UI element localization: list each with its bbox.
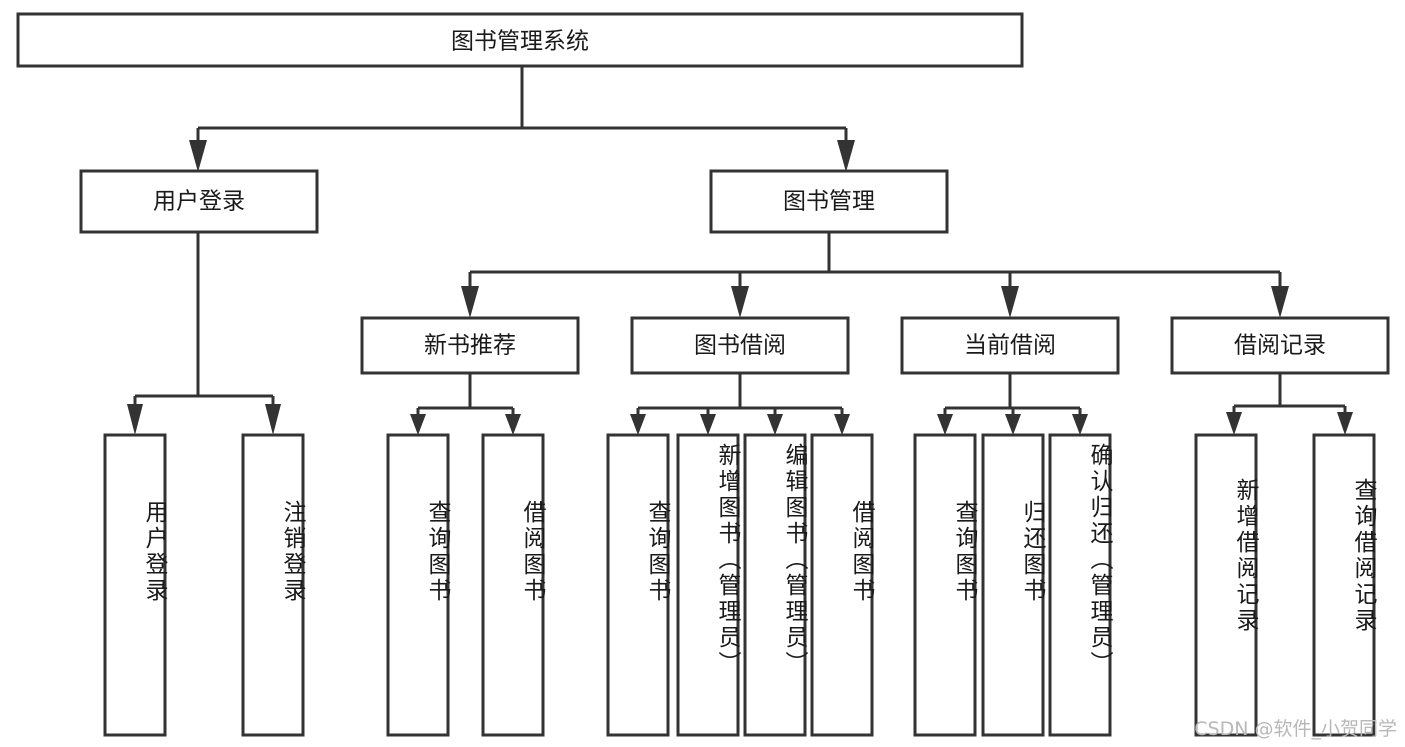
leaf-box-edit-book[interactable] (743, 433, 807, 737)
leaf-box-borrow-book-2[interactable] (810, 433, 874, 737)
connector-userlogin-to-leaves (127, 232, 281, 435)
node-root[interactable]: 图书管理系统 (16, 12, 1024, 68)
leaf-box-borrow-book-1[interactable] (481, 433, 545, 737)
node-new-book-recommend-label: 新书推荐 (424, 333, 516, 359)
node-borrow-record[interactable]: 借阅记录 (1170, 316, 1390, 375)
node-borrow-record-label: 借阅记录 (1234, 333, 1326, 359)
connector-borrowrecord-to-leaves (1226, 373, 1353, 435)
node-user-login-label: 用户登录 (153, 189, 245, 215)
leaf-box-add-book[interactable] (676, 433, 740, 737)
connector-root-to-level2 (189, 66, 855, 172)
csdn-watermark: CSDN @软件_小贺同学 (1194, 718, 1397, 740)
node-book-borrow[interactable]: 图书借阅 (630, 316, 850, 375)
leaf-box-query-book-2[interactable] (606, 433, 670, 737)
node-book-borrow-label: 图书借阅 (694, 333, 786, 359)
node-current-borrow-label: 当前借阅 (964, 333, 1056, 359)
node-user-login[interactable]: 用户登录 (79, 169, 319, 234)
connector-currentborrow-to-leaves (937, 373, 1088, 435)
leaf-box-query-book-3[interactable] (913, 433, 977, 737)
leaf-box-return-book[interactable] (981, 433, 1045, 737)
node-root-label: 图书管理系统 (451, 29, 589, 55)
node-current-borrow[interactable]: 当前借阅 (900, 316, 1120, 375)
leaf-box-query-book-1[interactable] (386, 433, 450, 737)
connector-newbook-to-leaves (410, 373, 521, 435)
node-book-management-label: 图书管理 (783, 189, 875, 215)
connector-bookborrow-to-leaves (630, 373, 850, 435)
leaf-box-logout-login[interactable] (241, 433, 305, 737)
leaf-box-confirm-return[interactable] (1048, 433, 1112, 737)
node-book-management[interactable]: 图书管理 (709, 169, 949, 234)
leaf-box-add-record[interactable] (1194, 433, 1258, 737)
leaf-box-query-record[interactable] (1312, 433, 1376, 737)
leaf-boxes (103, 433, 1376, 737)
leaf-box-user-login[interactable] (103, 433, 167, 737)
node-new-book-recommend[interactable]: 新书推荐 (360, 316, 580, 375)
connector-bookmgmt-to-level3 (461, 232, 1289, 318)
